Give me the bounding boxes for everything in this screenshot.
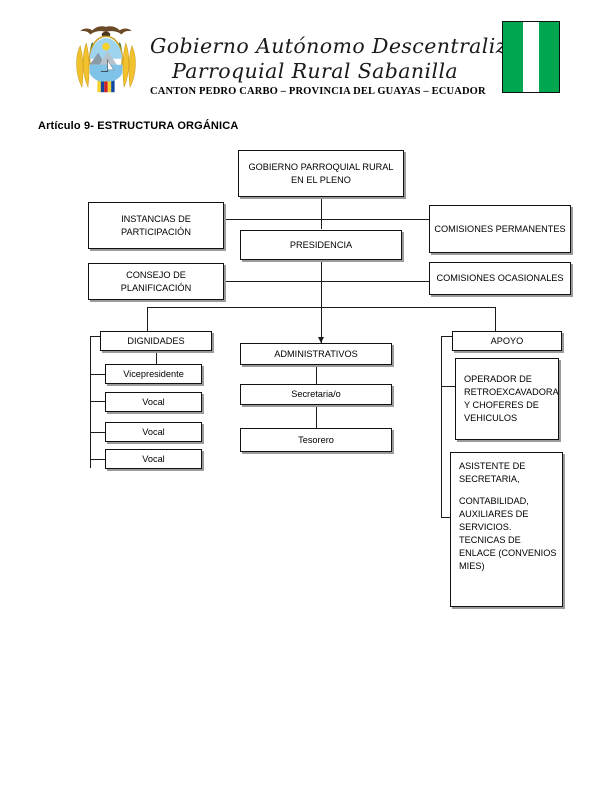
connector-apoyo-stub xyxy=(441,336,452,337)
connector-vocal-2-stub xyxy=(90,432,105,433)
node-gobierno-parroquial-pleno[interactable]: GOBIERNO PARROQUIAL RURAL EN EL PLENO xyxy=(238,150,404,197)
asistente-paragraph-1: ASISTENTE DE SECRETARIA, xyxy=(459,461,526,484)
connector-secretaria-to-tesorero xyxy=(316,405,317,428)
connector-operador-stub xyxy=(441,386,455,387)
ecuador-coat-of-arms-icon xyxy=(76,26,136,93)
page-title: Artículo 9- ESTRUCTURA ORGÁNICA xyxy=(38,120,239,132)
connector-dignidades-stub xyxy=(90,336,100,337)
node-secretaria[interactable]: Secretaria/o xyxy=(240,384,392,405)
connector-vicepresidente-stub xyxy=(90,374,105,375)
asistente-paragraph-2: CONTABILIDAD, AUXILIARES DE SERVICIOS. T… xyxy=(459,496,557,571)
node-consejo-planificacion[interactable]: CONSEJO DE PLANIFICACIÓN xyxy=(88,263,224,300)
connector-vocal-3-stub xyxy=(90,459,105,460)
connector-row1-horizontal xyxy=(224,219,429,220)
connector-dignidades-spine xyxy=(90,336,91,468)
node-vocal-3[interactable]: Vocal xyxy=(105,449,202,469)
connector-apoyo-spine xyxy=(441,336,442,518)
header-title-line-1: Gobierno Autónomo Descentralizado xyxy=(150,34,546,58)
node-instancias-participacion[interactable]: INSTANCIAS DE PARTICIPACIÓN xyxy=(88,202,224,249)
connector-tier3-drop-left xyxy=(147,307,148,332)
connector-asistente-stub xyxy=(441,517,455,518)
node-vocal-2[interactable]: Vocal xyxy=(105,422,202,442)
header-titles: Gobierno Autónomo Descentralizado Parroq… xyxy=(150,34,546,99)
letterhead: Gobierno Autónomo Descentralizado Parroq… xyxy=(0,0,612,115)
node-asistente-secretaria[interactable]: ASISTENTE DE SECRETARIA, CONTABILIDAD, A… xyxy=(450,452,563,607)
sabanilla-flag-icon xyxy=(502,21,560,93)
connector-tier3-drop-right xyxy=(495,307,496,332)
node-administrativos[interactable]: ADMINISTRATIVOS xyxy=(240,343,392,365)
node-operador-retroexcavadora[interactable]: OPERADOR DE RETROEXCAVADORA Y CHOFERES D… xyxy=(455,358,559,440)
connector-tier3-bar xyxy=(147,307,495,308)
connector-administrativos-to-secretaria xyxy=(316,365,317,384)
connector-plenary-trunk xyxy=(321,197,322,229)
header-subtitle: CANTON PEDRO CARBO – PROVINCIA DEL GUAYA… xyxy=(150,86,486,97)
node-tesorero[interactable]: Tesorero xyxy=(240,428,392,452)
connector-vocal-1-stub xyxy=(90,401,105,402)
node-presidencia[interactable]: PRESIDENCIA xyxy=(240,230,402,260)
connector-row2-horizontal xyxy=(224,281,429,282)
node-vocal-1[interactable]: Vocal xyxy=(105,392,202,412)
node-dignidades[interactable]: DIGNIDADES xyxy=(100,331,212,351)
node-apoyo[interactable]: APOYO xyxy=(452,331,562,351)
node-vicepresidente[interactable]: Vicepresidente xyxy=(105,364,202,384)
node-comisiones-ocasionales[interactable]: COMISIONES OCASIONALES xyxy=(429,262,571,295)
node-comisiones-permanentes[interactable]: COMISIONES PERMANENTES xyxy=(429,205,571,253)
connector-dignidades-to-vice xyxy=(156,351,157,364)
arrow-to-administrativos xyxy=(317,337,324,343)
connector-presidencia-trunk xyxy=(321,260,322,343)
header-title-line-2: Parroquial Rural Sabanilla xyxy=(171,59,459,83)
